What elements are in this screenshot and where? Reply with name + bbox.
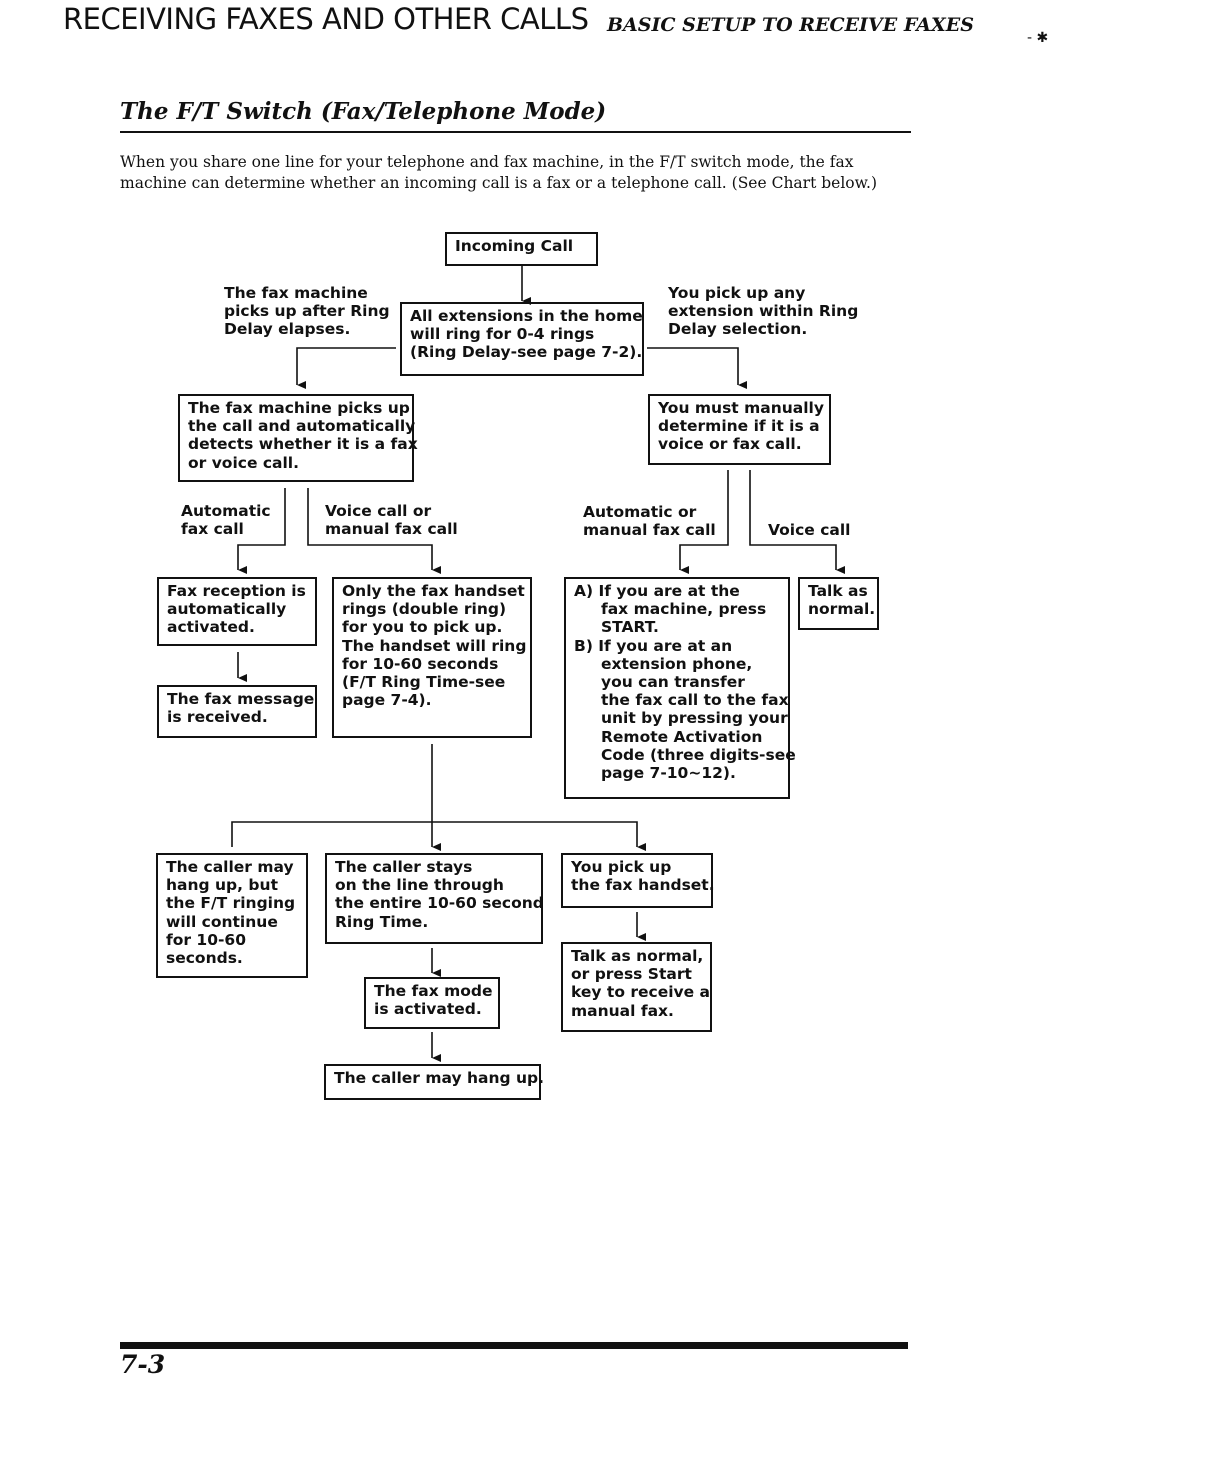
label-voice-or-manual-fax: Voice call or manual fax call [325,502,458,539]
you-pick-up-handset-box: You pick up the fax handset. [561,853,715,908]
fax-auto-detects-box: The fax machine picks up the call and au… [178,394,418,482]
title-rule [120,131,911,133]
scan-mark: - ✱ [1027,30,1049,46]
label-automatic-or-manual-fax: Automatic or manual fax call [583,503,716,540]
fax-message-received-box: The fax message is received. [157,685,317,738]
intro-paragraph: When you share one line for your telepho… [120,153,878,192]
section-title: The F/T Switch (Fax/Telephone Mode) [120,98,607,125]
talk-as-normal-box: Talk as normal. [798,577,879,630]
talk-or-press-start-box: Talk as normal, or press Start key to re… [561,942,712,1032]
must-manually-determine-box: You must manually determine if it is a v… [648,394,831,465]
chapter-heading: RECEIVING FAXES AND OTHER CALLS [63,2,589,36]
label-fax-picks-up: The fax machine picks up after Ring Dela… [224,284,390,339]
caller-may-hang-up-box: The caller may hang up. [324,1064,544,1100]
fax-mode-activated-box: The fax mode is activated. [364,977,500,1029]
only-handset-rings-box: Only the fax handset rings (double ring)… [332,577,532,738]
section-heading: BASIC SETUP TO RECEIVE FAXES [607,14,974,36]
caller-may-hang-up-ringing-box: The caller may hang up, but the F/T ring… [156,853,308,978]
fax-reception-activated-box: Fax reception is automatically activated… [157,577,317,646]
label-you-pick-up: You pick up any extension within Ring De… [668,284,859,339]
incoming-call-box: Incoming Call [445,232,598,266]
footer-rule [120,1342,908,1349]
page-number: 7-3 [120,1350,166,1379]
options-a-b-box: A) If you are at the fax machine, press … [564,577,796,799]
caller-stays-box: The caller stays on the line through the… [325,853,544,944]
label-voice-call: Voice call [768,521,851,539]
ring-delay-box: All extensions in the home will ring for… [400,302,644,376]
label-automatic-fax-call: Automatic fax call [181,502,271,539]
